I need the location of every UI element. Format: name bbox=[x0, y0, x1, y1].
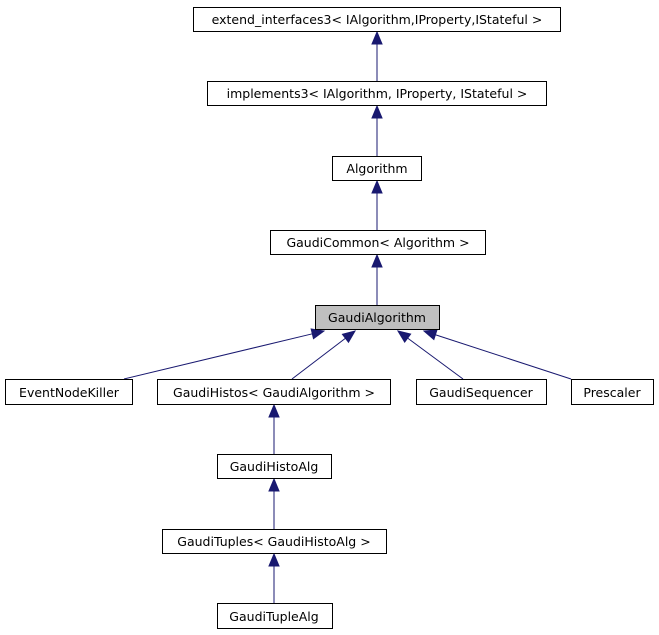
node-label-prescaler: Prescaler bbox=[583, 385, 641, 400]
edge-line bbox=[123, 333, 313, 380]
node-label-gaudi-tuples: GaudiTuples< GaudiHistoAlg > bbox=[177, 534, 370, 549]
node-label-extend-interfaces3: extend_interfaces3< IAlgorithm,IProperty… bbox=[212, 12, 543, 27]
edges-layer bbox=[123, 30, 572, 603]
node-label-gaudi-tuple-alg: GaudiTupleAlg bbox=[229, 609, 318, 624]
node-label-gaudi-histos: GaudiHistos< GaudiAlgorithm > bbox=[173, 385, 375, 400]
edge-gaudi_sequencer-to-gaudi_algorithm bbox=[396, 330, 464, 380]
edge-line bbox=[291, 337, 346, 380]
arrowhead-icon bbox=[371, 253, 383, 268]
node-prescaler[interactable]: Prescaler bbox=[571, 379, 654, 405]
edge-line bbox=[435, 334, 572, 380]
node-gaudi-sequencer[interactable]: GaudiSequencer bbox=[416, 379, 547, 405]
edge-gaudi_tuple_alg-to-gaudi_tuples bbox=[268, 552, 280, 603]
node-label-implements3: implements3< IAlgorithm, IProperty, ISta… bbox=[227, 86, 528, 101]
arrowhead-icon bbox=[268, 552, 280, 567]
arrowhead-icon bbox=[371, 104, 383, 119]
node-label-gaudi-common: GaudiCommon< Algorithm > bbox=[286, 235, 469, 250]
edge-line bbox=[407, 337, 464, 380]
edge-gaudi_common-to-algorithm bbox=[371, 179, 383, 230]
arrowhead-icon bbox=[268, 403, 280, 418]
arrowhead-icon bbox=[268, 477, 280, 492]
node-gaudi-tuples[interactable]: GaudiTuples< GaudiHistoAlg > bbox=[162, 529, 387, 554]
node-label-gaudi-sequencer: GaudiSequencer bbox=[429, 385, 533, 400]
edge-algorithm-to-implements3 bbox=[371, 104, 383, 156]
edge-implements3-to-extend_interfaces3 bbox=[371, 30, 383, 81]
arrowhead-icon bbox=[341, 330, 357, 344]
arrowhead-icon bbox=[310, 328, 326, 340]
node-gaudi-histo-alg[interactable]: GaudiHistoAlg bbox=[217, 454, 332, 479]
node-gaudi-algorithm[interactable]: GaudiAlgorithm bbox=[315, 305, 440, 330]
node-extend-interfaces3[interactable]: extend_interfaces3< IAlgorithm,IProperty… bbox=[193, 7, 561, 32]
edge-event_node_killer-to-gaudi_algorithm bbox=[123, 328, 326, 380]
node-algorithm[interactable]: Algorithm bbox=[332, 156, 422, 181]
node-event-node-killer[interactable]: EventNodeKiller bbox=[5, 379, 133, 405]
arrowhead-icon bbox=[371, 179, 383, 194]
node-gaudi-common[interactable]: GaudiCommon< Algorithm > bbox=[270, 230, 486, 255]
node-label-algorithm: Algorithm bbox=[346, 161, 407, 176]
node-label-gaudi-histo-alg: GaudiHistoAlg bbox=[230, 459, 319, 474]
arrowhead-icon bbox=[371, 30, 383, 45]
edge-gaudi_histo_alg-to-gaudi_histos bbox=[268, 403, 280, 454]
node-label-event-node-killer: EventNodeKiller bbox=[19, 385, 120, 400]
node-gaudi-tuple-alg[interactable]: GaudiTupleAlg bbox=[217, 603, 333, 629]
arrowhead-icon bbox=[422, 329, 438, 341]
edge-gaudi_algorithm-to-gaudi_common bbox=[371, 253, 383, 305]
edge-gaudi_histos-to-gaudi_algorithm bbox=[291, 330, 357, 380]
edge-gaudi_tuples-to-gaudi_histo_alg bbox=[268, 477, 280, 529]
edge-prescaler-to-gaudi_algorithm bbox=[422, 329, 572, 380]
node-gaudi-histos[interactable]: GaudiHistos< GaudiAlgorithm > bbox=[157, 379, 391, 405]
nodes-layer: extend_interfaces3< IAlgorithm,IProperty… bbox=[5, 7, 654, 629]
node-implements3[interactable]: implements3< IAlgorithm, IProperty, ISta… bbox=[207, 81, 547, 106]
arrowhead-icon bbox=[396, 330, 412, 344]
node-label-gaudi-algorithm: GaudiAlgorithm bbox=[328, 310, 426, 325]
